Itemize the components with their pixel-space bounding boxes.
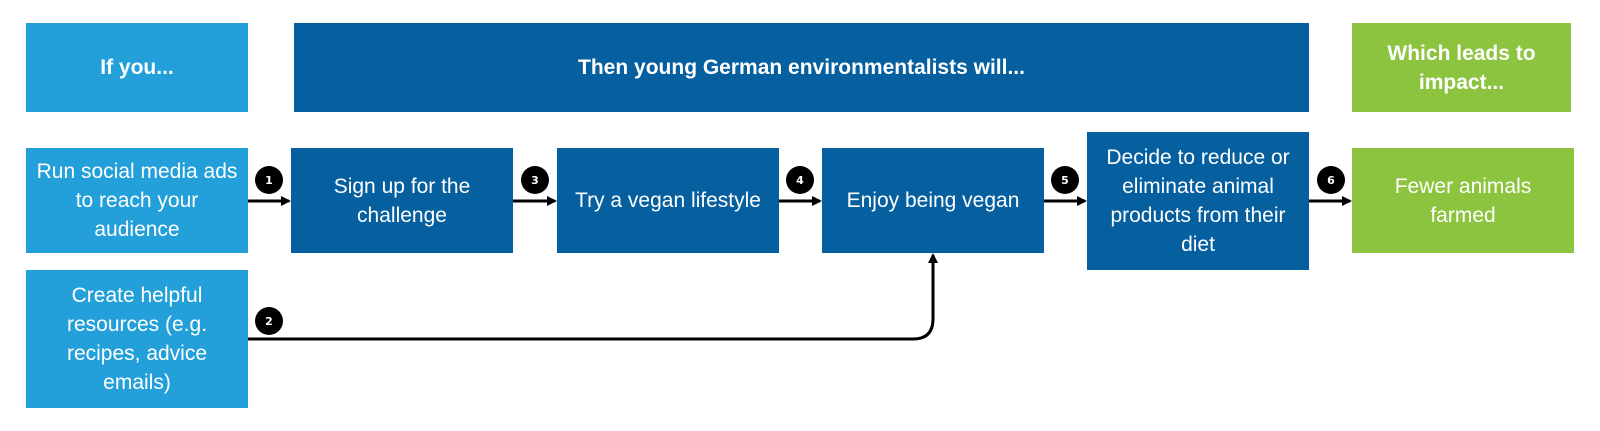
node-run-social-media-ads-label: Run social media ads to reach your audie… [36, 160, 238, 241]
node-create-helpful-resources-label: Create helpful resources (e.g. recipes, … [66, 284, 208, 394]
header-impact-label: Which leads to impact... [1387, 41, 1536, 94]
node-fewer-animals: Fewer animals farmed [1352, 148, 1574, 253]
step-badge-5: 5 [1051, 166, 1079, 194]
node-sign-up-label: Sign up for the challenge [333, 174, 471, 227]
node-run-social-media-ads: Run social media ads to reach your audie… [26, 148, 248, 253]
arrow-2 [248, 253, 938, 341]
header-impact: Which leads to impact... [1352, 23, 1571, 112]
step-badge-3: 3 [521, 166, 549, 194]
header-then: Then young German environmentalists will… [294, 23, 1309, 112]
node-try-vegan-label: Try a vegan lifestyle [575, 189, 761, 212]
header-if-you: If you... [26, 23, 248, 112]
step-badge-2: 2 [255, 307, 283, 335]
step-badge-4: 4 [786, 166, 814, 194]
node-decide-reduce-label: Decide to reduce or eliminate animal pro… [1106, 146, 1290, 256]
header-then-label: Then young German environmentalists will… [578, 56, 1025, 79]
step-badge-6: 6 [1317, 166, 1345, 194]
node-decide-reduce: Decide to reduce or eliminate animal pro… [1087, 132, 1309, 270]
header-if-you-label: If you... [100, 56, 174, 79]
step-badge-1: 1 [255, 166, 283, 194]
node-fewer-animals-label: Fewer animals farmed [1394, 174, 1532, 227]
node-create-helpful-resources: Create helpful resources (e.g. recipes, … [26, 270, 248, 408]
node-enjoy-vegan-label: Enjoy being vegan [846, 189, 1020, 212]
node-sign-up: Sign up for the challenge [291, 148, 513, 253]
node-try-vegan: Try a vegan lifestyle [557, 148, 779, 253]
node-enjoy-vegan: Enjoy being vegan [822, 148, 1044, 253]
